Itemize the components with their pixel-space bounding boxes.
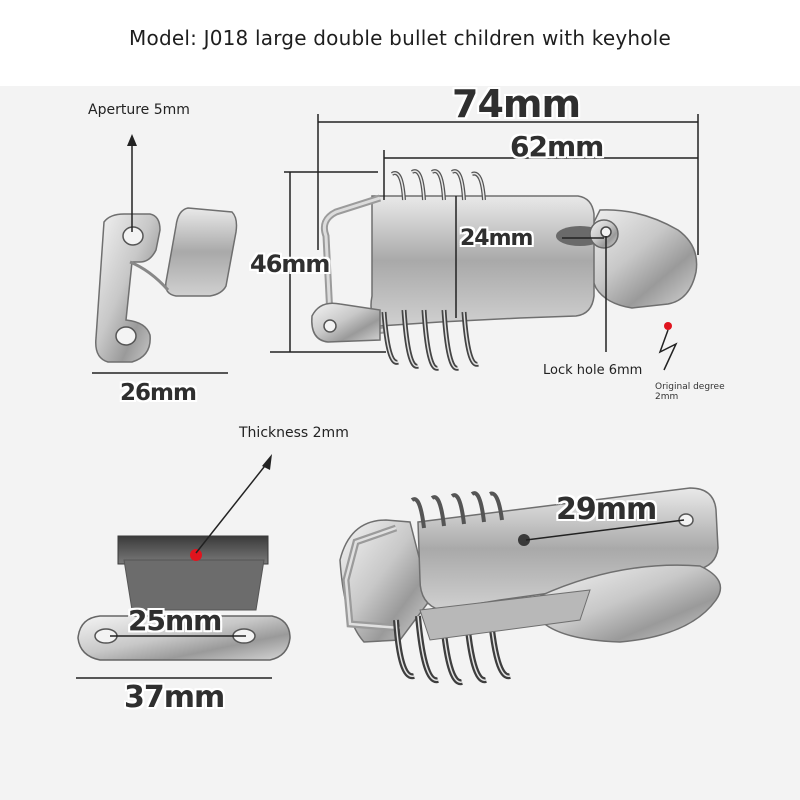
dim-24-label: 24mm	[460, 226, 533, 251]
dim-25-label: 25mm	[128, 604, 222, 637]
page-title: Model: J018 large double bullet children…	[129, 26, 671, 50]
width-29-line	[525, 519, 685, 541]
original-degree-line1: Original degree	[655, 382, 725, 392]
dim-62-label: 62mm	[510, 130, 604, 163]
original-degree-line2: 2mm	[655, 392, 679, 402]
dim-29-label: 29mm	[556, 492, 657, 527]
catch-plate-front-view	[77, 535, 291, 661]
latch-perspective-view	[339, 487, 722, 686]
dimension-lines-top	[270, 114, 699, 371]
original-degree-label: Original degree 2mm	[655, 382, 725, 402]
catch-plate-side-view	[95, 207, 238, 363]
dim-26-label: 26mm	[120, 380, 197, 406]
header-bar: Model: J018 large double bullet children…	[0, 0, 800, 86]
dimension-lines-bottom-left	[76, 461, 272, 679]
lock-hole-label: Lock hole 6mm	[543, 363, 643, 378]
dim-37-label: 37mm	[124, 680, 225, 715]
original-degree-dot	[664, 322, 672, 330]
thickness-label: Thickness 2mm	[239, 425, 349, 441]
aperture-label: Aperture 5mm	[88, 102, 190, 118]
thickness-dot	[190, 549, 202, 561]
dim-74-label: 74mm	[452, 82, 581, 126]
latch-top-view	[311, 169, 698, 371]
dim-46-label: 46mm	[250, 250, 330, 278]
